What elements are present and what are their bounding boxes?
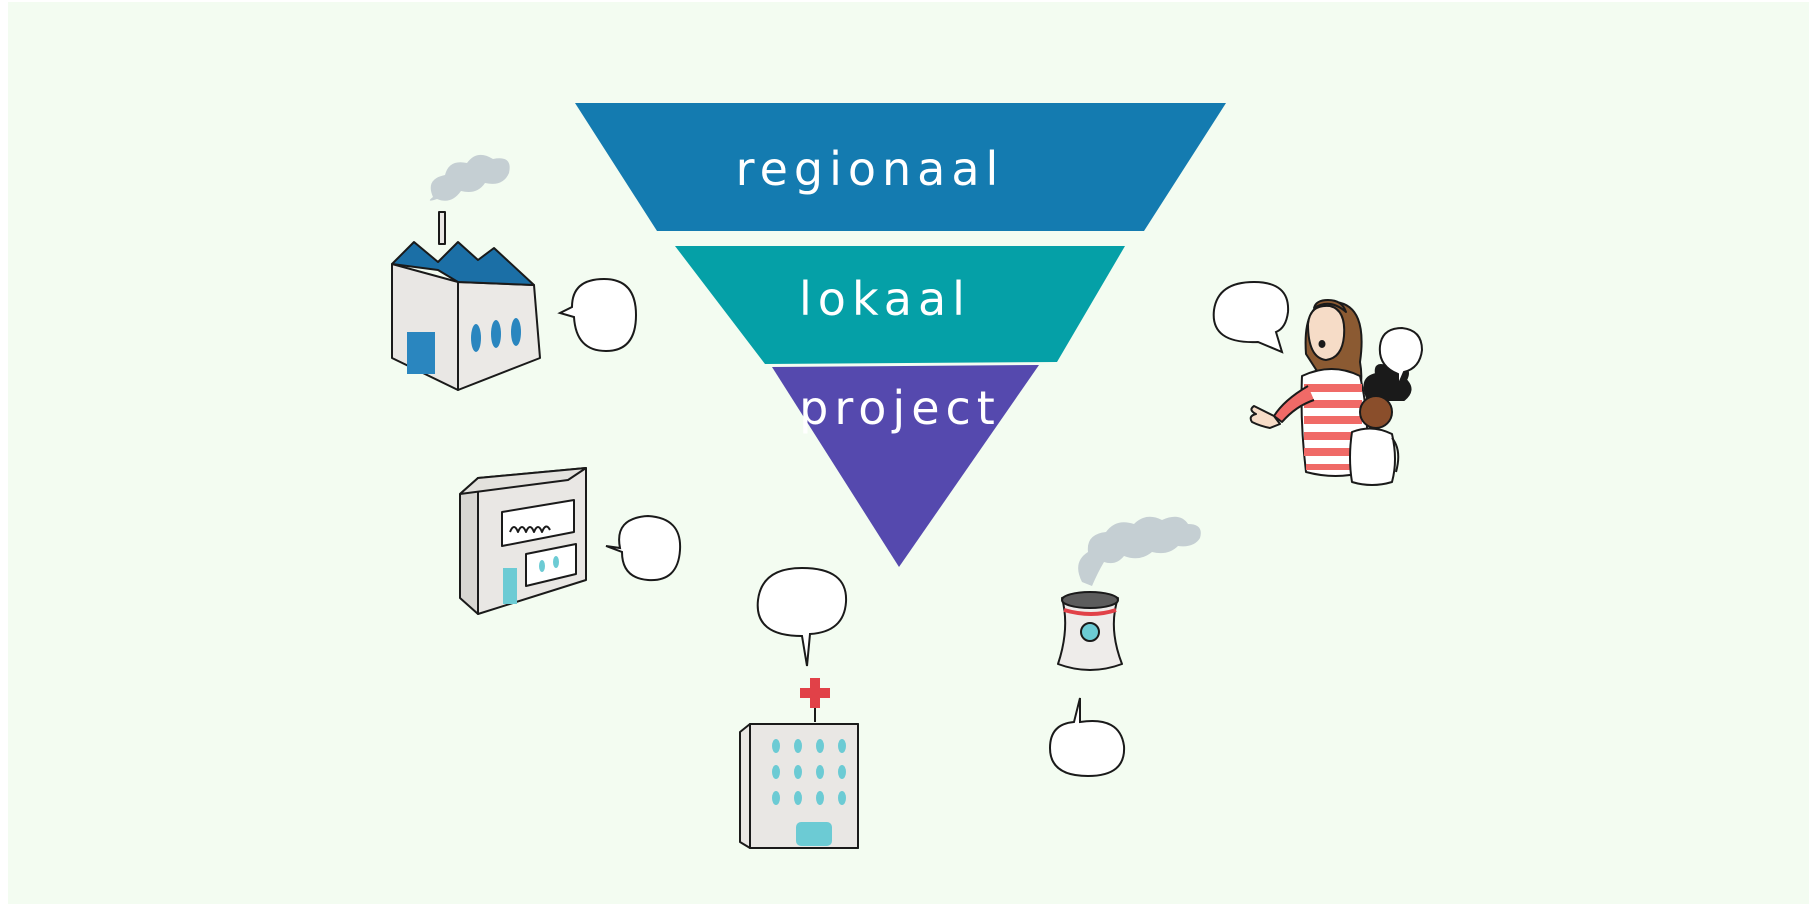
speech-bubble-icon bbox=[1378, 326, 1424, 387]
participation-funnel-diagram: regionaal lokaal project bbox=[391, 103, 1424, 849]
funnel-level-project bbox=[772, 365, 1039, 567]
funnel-label-project: project bbox=[799, 381, 1001, 435]
cross-icon bbox=[800, 678, 830, 708]
speech-bubble-icon bbox=[557, 277, 638, 353]
speech-bubble-icon bbox=[1212, 280, 1290, 354]
funnel: regionaal lokaal project bbox=[575, 103, 1226, 567]
funnel-level-lokaal bbox=[675, 246, 1125, 364]
hand-icon bbox=[1249, 405, 1281, 429]
speech-bubble-icon bbox=[756, 566, 848, 667]
office-building-icon bbox=[459, 467, 587, 615]
funnel-label-lokaal: lokaal bbox=[799, 272, 971, 326]
residents-icon bbox=[1249, 299, 1412, 486]
speech-bubble-icon bbox=[605, 514, 682, 582]
illustration-canvas: regionaal lokaal project bbox=[8, 2, 1809, 904]
funnel-label-regionaal: regionaal bbox=[736, 142, 1005, 196]
smoke-icon bbox=[1078, 516, 1201, 586]
smoke-icon bbox=[429, 154, 510, 201]
funnel-level-regionaal bbox=[575, 103, 1226, 231]
factory-icon bbox=[391, 154, 541, 391]
speech-bubble-icon bbox=[1048, 697, 1126, 778]
hospital-icon bbox=[739, 678, 859, 849]
cooling-tower-icon bbox=[1057, 516, 1201, 671]
